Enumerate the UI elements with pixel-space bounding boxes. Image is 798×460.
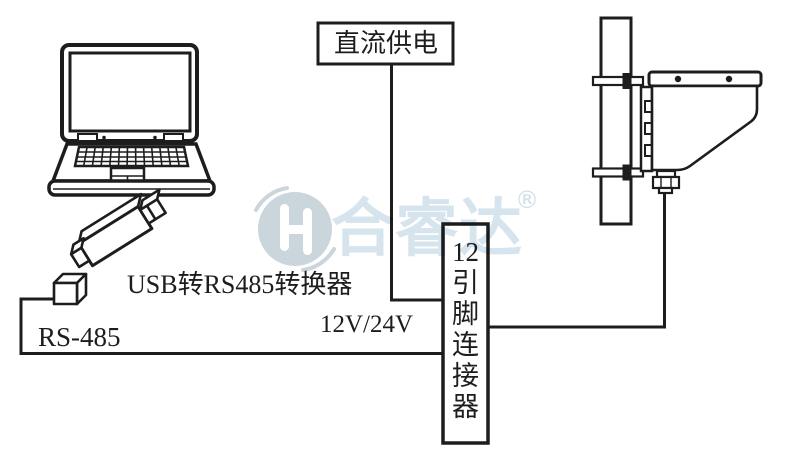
voltage-label: 12V/24V [320,311,414,338]
sensor-assembly [591,16,763,226]
pole-clamp-top-icon [591,75,645,87]
laptop-icon [47,43,216,197]
rs485-line [19,297,443,355]
usb-converter-label: USB转RS485转换器 [127,270,353,299]
sensor-lid [647,70,763,88]
dc-power-line [390,64,443,302]
rs485-terminal-icon [52,272,88,306]
usb-rs485-adapter-icon [52,188,167,306]
rs485-bus-label: RS-485 [38,322,121,352]
pin-connector-label: 12 引 脚 连 接 器 [443,224,488,443]
sensor-housing-icon [650,84,759,172]
mounting-pole-icon [599,16,633,226]
pin-connector-char: 脚 [452,299,479,329]
connection-lines [19,64,666,355]
pin-connector-char: 引 [452,268,479,298]
pin-connector-char: 器 [452,392,479,422]
pin-connector-char: 12 [452,237,479,267]
laptop-screen [68,51,192,133]
sensor-cable-line [488,193,666,329]
laptop-bottom [47,179,216,197]
cable-gland-icon [651,169,681,195]
dc-power-label: 直流供电 [333,29,438,58]
pin-connector-box [441,222,490,445]
laptop-latch-left [77,133,98,142]
laptop-latch-right [163,133,184,142]
pin-connector-char: 接 [452,361,479,391]
dc-power-box [316,21,455,66]
pin-connector-char: 连 [452,330,479,360]
pole-clamp-bottom-icon [591,167,645,178]
